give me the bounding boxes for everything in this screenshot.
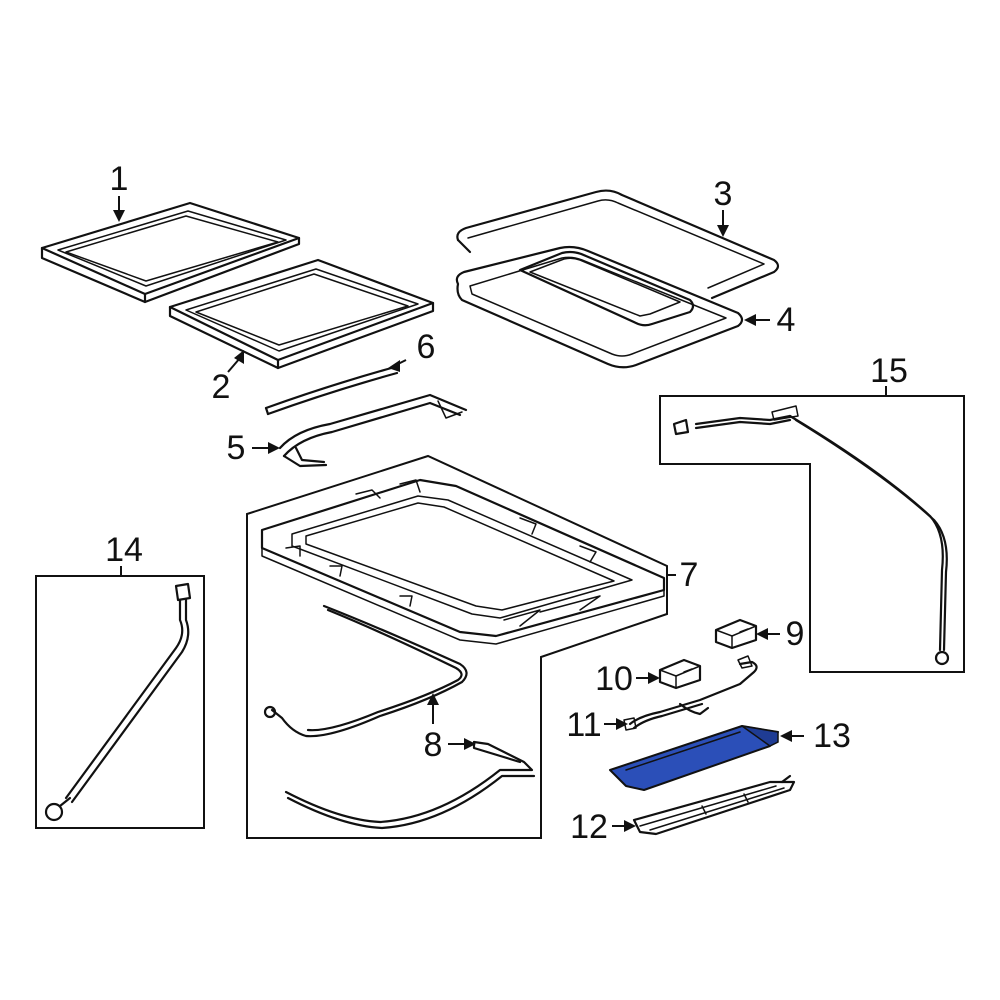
callout-2[interactable]: 2 (212, 368, 231, 406)
part-15-drain-hose[interactable] (672, 405, 950, 666)
part-14-drain-hose[interactable] (44, 582, 192, 822)
part-1-front-glass[interactable] (40, 201, 301, 304)
callout-8[interactable]: 8 (424, 726, 443, 764)
part-13-sunshade[interactable] (609, 725, 779, 791)
callout-6[interactable]: 6 (417, 328, 436, 366)
callout-7[interactable]: 7 (680, 556, 699, 594)
part-6-deflector-strip[interactable] (264, 365, 399, 416)
part-10-bracket[interactable] (658, 658, 702, 690)
part-7-sunroof-frame[interactable] (260, 478, 666, 645)
part-7-frame-box (246, 454, 668, 839)
callout-4[interactable]: 4 (777, 301, 796, 339)
callout-15[interactable]: 15 (870, 352, 908, 390)
callout-11[interactable]: 11 (566, 706, 601, 744)
part-8-drain-hoses[interactable] (263, 604, 536, 830)
part-4-inner-seal[interactable] (455, 245, 744, 369)
callout-10[interactable]: 10 (595, 660, 633, 698)
part-12-track[interactable] (632, 774, 796, 836)
leader-arrows (113, 196, 887, 832)
callout-labels: 1 2 3 4 5 6 7 8 9 10 11 12 13 14 15 (105, 160, 908, 846)
part-5-wind-deflector[interactable] (278, 393, 468, 468)
part-2-rear-glass[interactable] (168, 258, 435, 370)
callout-3[interactable]: 3 (714, 175, 733, 213)
part-3-outer-seal[interactable] (456, 189, 780, 300)
callout-9[interactable]: 9 (786, 615, 805, 653)
part-14-box (35, 575, 205, 829)
callout-1[interactable]: 1 (110, 160, 129, 198)
part-15-box (659, 395, 965, 673)
part-11-harness[interactable] (623, 655, 758, 731)
callout-14[interactable]: 14 (105, 531, 143, 569)
callout-13[interactable]: 13 (813, 717, 851, 755)
callout-12[interactable]: 12 (570, 808, 608, 846)
part-9-bracket[interactable] (714, 618, 758, 650)
callout-5[interactable]: 5 (227, 429, 246, 467)
